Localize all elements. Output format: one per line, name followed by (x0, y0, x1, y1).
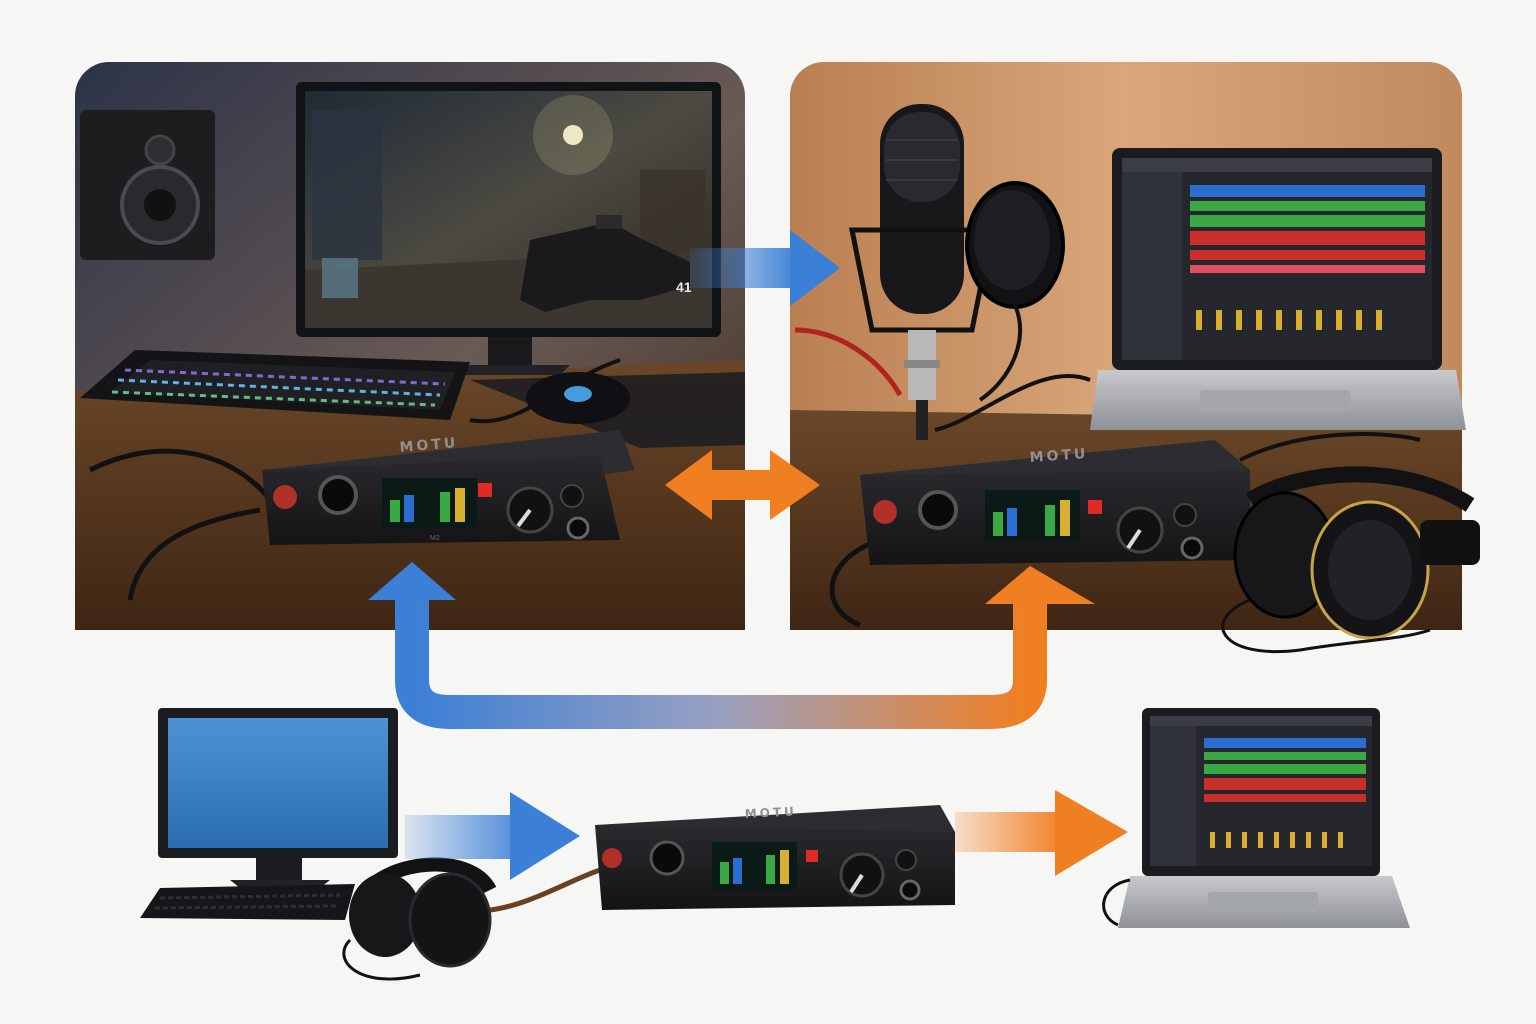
audio-interface-icon: MOTU (595, 804, 955, 910)
laptop-icon (1090, 148, 1466, 430)
flow-arrow-right (690, 230, 840, 306)
flow-arrow-right (955, 790, 1128, 876)
flow-arc-arrow (368, 562, 1095, 729)
mouse-icon (526, 372, 630, 424)
device-brand-label: MOTU (399, 435, 459, 456)
gaming-setup-panel: 41 MOTU (75, 62, 745, 630)
device-brand-label: MOTU (1029, 446, 1089, 466)
audio-interface-icon: MOTU (860, 440, 1250, 565)
microphone-icon (848, 104, 996, 440)
device-brand-label: MOTU (744, 804, 797, 821)
flow-arrow-bidirectional (665, 450, 820, 520)
laptop-icon (1102, 708, 1410, 928)
desktop-computer-icon (140, 708, 398, 920)
keyboard-icon (80, 350, 470, 420)
pop-filter-icon (965, 181, 1065, 402)
headphones-icon (1221, 466, 1480, 653)
recording-setup-panel: MOTU (790, 62, 1480, 653)
studio-monitor-icon (80, 110, 215, 260)
audio-interface-icon: MOTU M2 (262, 430, 635, 545)
device-model-label: M2 (430, 535, 440, 542)
flow-arrow-right (405, 792, 580, 880)
gaming-monitor-icon: 41 (296, 82, 721, 375)
headphones-icon (342, 857, 601, 981)
hud-ammo-text: 41 (676, 279, 692, 295)
